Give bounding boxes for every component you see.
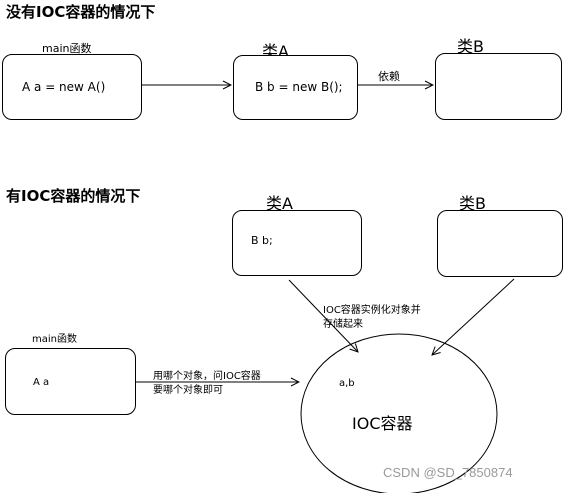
bottom-class-a-title: 类A bbox=[266, 194, 293, 213]
bottom-class-a-code: B b; bbox=[251, 234, 273, 247]
instantiate-label-line2: 存储起来 bbox=[323, 319, 363, 330]
bottom-class-b-title: 类B bbox=[459, 194, 486, 213]
ioc-container-ellipse bbox=[300, 333, 498, 493]
top-main-code: A a = new A() bbox=[22, 80, 106, 94]
arrow-class-b-to-ioc bbox=[432, 278, 515, 355]
top-class-b-box bbox=[435, 53, 562, 120]
arrow-class-a-to-ioc bbox=[288, 279, 358, 352]
dependency-label: 依赖 bbox=[378, 70, 400, 83]
bottom-class-a-box bbox=[232, 210, 362, 276]
ioc-container-label: IOC容器 bbox=[352, 414, 413, 433]
bottom-main-code: A a bbox=[33, 377, 50, 388]
instantiate-label-line1: IOC容器实例化对象并 bbox=[323, 305, 421, 316]
section-title-with-ioc: 有IOC容器的情况下 bbox=[6, 187, 141, 205]
top-class-a-code: B b = new B(); bbox=[255, 80, 343, 94]
top-class-a-box bbox=[233, 55, 358, 120]
bottom-main-box bbox=[5, 348, 136, 415]
request-label-line2: 要哪个对象即可 bbox=[153, 385, 223, 396]
csdn-watermark: CSDN @SD_7850874 bbox=[383, 465, 513, 480]
top-main-box bbox=[2, 54, 142, 120]
bottom-class-b-box bbox=[437, 210, 563, 277]
top-class-b-title: 类B bbox=[457, 37, 484, 56]
ioc-container-contents: a,b bbox=[339, 378, 355, 389]
bottom-main-label: main函数 bbox=[32, 334, 77, 345]
top-main-label: main函数 bbox=[42, 42, 92, 55]
request-label-line1: 用哪个对象，问IOC容器 bbox=[153, 371, 261, 382]
section-title-without-ioc: 没有IOC容器的情况下 bbox=[6, 3, 156, 21]
